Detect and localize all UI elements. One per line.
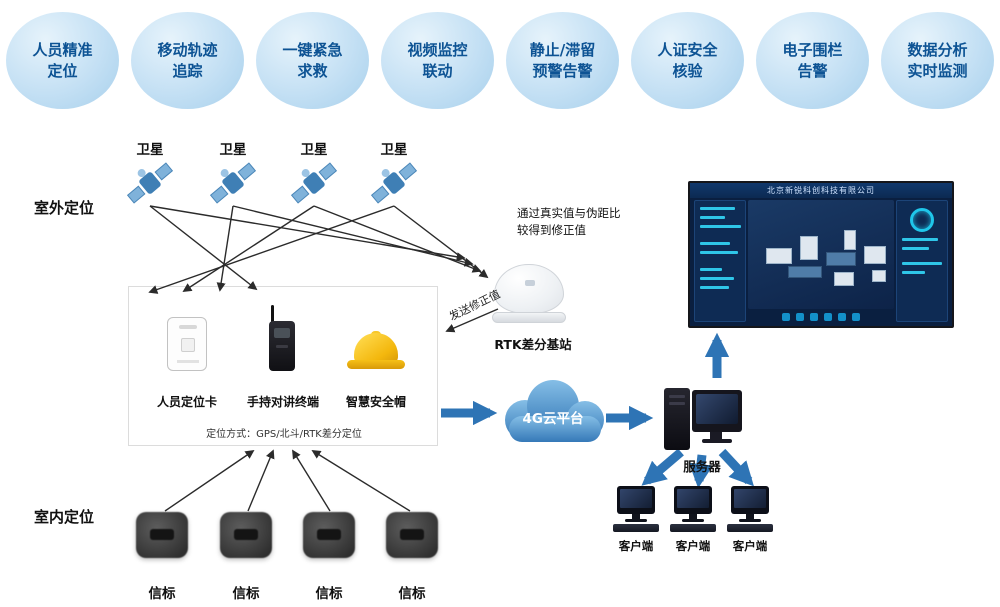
building-block bbox=[872, 270, 886, 282]
satellite-icon bbox=[288, 160, 340, 206]
badge-text: 人证安全 bbox=[657, 41, 718, 60]
building-block bbox=[864, 246, 886, 264]
toolbar-icon bbox=[796, 313, 804, 321]
building-block bbox=[844, 230, 856, 250]
gauge-icon bbox=[910, 208, 934, 232]
satellite-label: 卫星 bbox=[300, 142, 328, 158]
badge-geofence-alarm: 电子围栏告警 bbox=[756, 12, 869, 109]
client-label: 客户端 bbox=[732, 539, 768, 553]
toolbar-icon bbox=[824, 313, 832, 321]
rtk-note-line1: 通过真实值与伪距比 bbox=[517, 206, 621, 220]
toolbar-icon bbox=[782, 313, 790, 321]
badge-text: 静止/滞留 bbox=[529, 41, 596, 60]
satellite-label: 卫星 bbox=[219, 142, 247, 158]
4g-cloud-platform: 4G云平台 bbox=[491, 374, 615, 448]
badge-text: 人员精准 bbox=[32, 41, 93, 60]
toolbar-icon bbox=[852, 313, 860, 321]
building-block bbox=[800, 236, 818, 260]
beacon-icon bbox=[220, 512, 272, 558]
building-block bbox=[826, 252, 856, 266]
cloud-icon bbox=[505, 380, 604, 442]
smart-helmet-label: 智慧安全帽 bbox=[345, 395, 406, 409]
dashboard-header: 北京新锐科创科技有限公司 bbox=[690, 183, 952, 198]
beacon-label: 信标 bbox=[315, 586, 343, 602]
dashboard-monitor: 北京新锐科创科技有限公司 bbox=[688, 181, 954, 328]
rtk-base-station-icon bbox=[492, 264, 566, 326]
client-workstation: 客户端 bbox=[609, 486, 663, 558]
building-block bbox=[834, 272, 854, 286]
badge-stay-alert: 静止/滞留预警告警 bbox=[506, 12, 619, 109]
dashboard-toolbar bbox=[748, 311, 894, 323]
badge-text: 核验 bbox=[672, 61, 703, 80]
client-workstation: 客户端 bbox=[666, 486, 720, 558]
building-block bbox=[788, 266, 822, 278]
satellite-icon bbox=[368, 160, 420, 206]
satellite-label: 卫星 bbox=[380, 142, 408, 158]
rtk-note-line2: 较得到修正值 bbox=[517, 222, 586, 237]
building-block bbox=[766, 248, 792, 264]
badge-track-tracing: 移动轨迹追踪 bbox=[131, 12, 244, 109]
positioning-method-note: 定位方式：GPS/北斗/RTK差分定位 bbox=[206, 429, 362, 440]
badge-data-analysis: 数据分析实时监测 bbox=[881, 12, 994, 109]
badge-text: 追踪 bbox=[172, 61, 203, 80]
beacon-label: 信标 bbox=[232, 586, 260, 602]
badge-text: 视频监控 bbox=[407, 41, 468, 60]
smart-helmet-icon bbox=[347, 331, 405, 371]
satellite-label: 卫星 bbox=[136, 142, 164, 158]
dashboard-title: 北京新锐科创科技有限公司 bbox=[767, 186, 875, 195]
badge-text: 定位 bbox=[47, 61, 78, 80]
beacon-icon bbox=[386, 512, 438, 558]
client-label: 客户端 bbox=[675, 539, 711, 553]
cloud-platform-label: 4G云平台 bbox=[522, 411, 584, 427]
beacon-icon bbox=[136, 512, 188, 558]
badge-precise-positioning: 人员精准定位 bbox=[6, 12, 119, 109]
feature-badges-row: 人员精准定位 移动轨迹追踪 一键紧急求救 视频监控联动 静止/滞留预警告警 人证… bbox=[6, 12, 994, 109]
outdoor-positioning-label: 室外定位 bbox=[34, 199, 95, 217]
badge-text: 一键紧急 bbox=[282, 41, 343, 60]
indoor-positioning-label: 室内定位 bbox=[34, 508, 95, 526]
dashboard-3d-view bbox=[748, 200, 894, 309]
client-monitor-icon bbox=[674, 486, 712, 514]
badge-text: 数据分析 bbox=[907, 41, 968, 60]
toolbar-icon bbox=[838, 313, 846, 321]
client-monitor-icon bbox=[731, 486, 769, 514]
badge-text: 实时监测 bbox=[907, 61, 968, 80]
toolbar-icon bbox=[810, 313, 818, 321]
handheld-intercom-icon bbox=[267, 305, 299, 377]
dashboard-left-panel bbox=[694, 200, 746, 322]
satellite-icon bbox=[207, 160, 259, 206]
dashboard-right-panel bbox=[896, 200, 948, 322]
rtk-base-station-label: RTK差分基站 bbox=[494, 337, 572, 352]
badge-text: 移动轨迹 bbox=[157, 41, 218, 60]
client-workstation: 客户端 bbox=[723, 486, 777, 558]
badge-text: 预警告警 bbox=[532, 61, 593, 80]
badge-video-linkage: 视频监控联动 bbox=[381, 12, 494, 109]
badge-text: 联动 bbox=[422, 61, 453, 80]
server-icon bbox=[656, 380, 748, 458]
badge-text: 告警 bbox=[797, 61, 828, 80]
badge-text: 求救 bbox=[297, 61, 328, 80]
badge-emergency-sos: 一键紧急求救 bbox=[256, 12, 369, 109]
positioning-card-label: 人员定位卡 bbox=[156, 395, 217, 409]
positioning-card-icon bbox=[167, 317, 207, 371]
client-label: 客户端 bbox=[618, 539, 654, 553]
beacon-icon bbox=[303, 512, 355, 558]
badge-id-verification: 人证安全核验 bbox=[631, 12, 744, 109]
beacon-label: 信标 bbox=[148, 586, 176, 602]
server-label: 服务器 bbox=[683, 459, 721, 474]
handheld-intercom-label: 手持对讲终端 bbox=[246, 395, 319, 409]
badge-text: 电子围栏 bbox=[782, 41, 843, 60]
positioning-terminals-box: 人员定位卡 手持对讲终端 智慧安全帽 定位方式：GPS/北斗/RTK差分定位 bbox=[128, 286, 438, 446]
satellite-icon bbox=[124, 160, 176, 206]
client-monitor-icon bbox=[617, 486, 655, 514]
rtk-correction-note: 通过真实值与伪距比 较得到修正值 bbox=[517, 205, 621, 238]
beacon-label: 信标 bbox=[398, 586, 426, 602]
